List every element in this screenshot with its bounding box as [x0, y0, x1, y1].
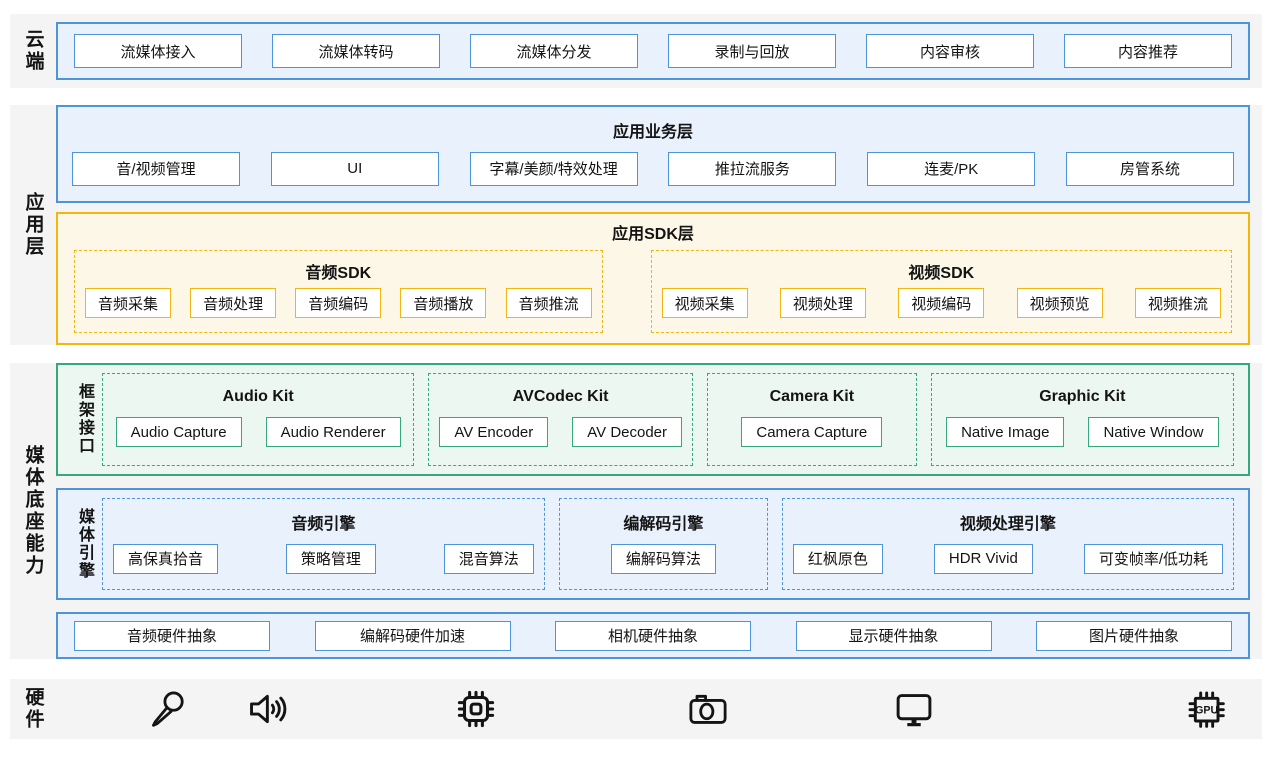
cloud-box: 流媒体接入 [74, 34, 242, 68]
hal-box: 显示硬件抽象 [795, 620, 992, 651]
soc-chip-icon [453, 686, 499, 732]
audio-sdk-box: 音频播放 [400, 288, 487, 319]
video-sdk-box: 视频采集 [661, 288, 748, 319]
cloud-box: 内容推荐 [1064, 34, 1232, 68]
business-box: 推拉流服务 [668, 151, 837, 186]
avcodec-kit-group: AVCodec Kit AV Encoder AV Decoder [428, 373, 694, 466]
camera-kit-group: Camera Kit Camera Capture [707, 373, 917, 466]
video-sdk-box: 视频编码 [898, 288, 985, 319]
kit-box: Camera Capture [741, 417, 883, 448]
hardware-abstraction-layer: 音频硬件抽象 编解码硬件加速 相机硬件抽象 显示硬件抽象 图片硬件抽象 [56, 612, 1250, 660]
business-box: 音/视频管理 [72, 151, 240, 186]
kit-box: AV Encoder [439, 417, 549, 448]
app-sdk-layer: 应用SDK层 音频SDK 音频采集 音频处理 音频编码 音频播放 音频推流 视频… [56, 211, 1250, 345]
media-engine-layer: 媒体引擎 音频引擎 高保真拾音 策略管理 混音算法 编解码引擎 编解码算法 [56, 487, 1250, 601]
codec-engine-group: 编解码引擎 编解码算法 [558, 497, 768, 591]
framework-interface-layer: 框架接口 Audio Kit Audio Capture Audio Rende… [56, 363, 1250, 476]
audio-sdk-group: 音频SDK 音频采集 音频处理 音频编码 音频播放 音频推流 [74, 249, 603, 333]
audio-sdk-box: 音频处理 [190, 288, 277, 319]
audio-sdk-box: 音频推流 [505, 288, 592, 319]
microphone-icon [147, 688, 189, 730]
audio-sdk-box: 音频编码 [295, 288, 382, 319]
video-sdk-title: 视频SDK [908, 264, 975, 282]
cloud-section: 云端 流媒体接入 流媒体转码 流媒体分发 录制与回放 内容审核 内容推荐 [10, 14, 1262, 88]
audio-engine-group: 音频引擎 高保真拾音 策略管理 混音算法 [102, 497, 545, 591]
business-box: 连麦/PK [867, 151, 1036, 186]
camera-icon [686, 690, 730, 728]
engine-box: 高保真拾音 [113, 543, 219, 574]
audio-engine-title: 音频引擎 [291, 516, 356, 534]
engine-box: HDR Vivid [933, 543, 1033, 574]
cloud-box: 内容审核 [866, 34, 1034, 68]
camera-kit-title: Camera Kit [769, 387, 855, 405]
display-icon [892, 689, 936, 729]
kit-box: Audio Renderer [265, 417, 401, 448]
app-business-layer: 应用业务层 音/视频管理 UI 字幕/美颜/特效处理 推拉流服务 连麦/PK 房… [56, 105, 1250, 203]
cloud-box: 流媒体转码 [272, 34, 440, 68]
engine-box: 编解码算法 [610, 543, 716, 574]
codec-engine-title: 编解码引擎 [623, 516, 704, 534]
hal-box: 图片硬件抽象 [1036, 620, 1232, 651]
hardware-section-label: 硬件 [22, 687, 44, 731]
video-sdk-group: 视频SDK 视频采集 视频处理 视频编码 视频预览 视频推流 [650, 249, 1232, 333]
kit-box: Audio Capture [115, 417, 242, 448]
kit-box: AV Decoder [572, 417, 683, 448]
media-base-section-label: 媒体底座能力 [22, 445, 44, 577]
business-box: UI [270, 151, 439, 186]
engine-box: 红枫原色 [792, 543, 883, 574]
application-section-label: 应用层 [22, 192, 44, 258]
engine-box: 可变帧率/低功耗 [1083, 543, 1223, 574]
cloud-section-label: 云端 [22, 29, 44, 73]
media-base-section: 媒体底座能力 框架接口 Audio Kit Audio Capture Audi… [10, 363, 1262, 660]
hal-box: 音频硬件抽象 [74, 620, 270, 651]
audio-kit-title: Audio Kit [222, 387, 294, 405]
cloud-container: 流媒体接入 流媒体转码 流媒体分发 录制与回放 内容审核 内容推荐 [56, 22, 1250, 80]
gpu-icon-label: GPU [1195, 705, 1218, 717]
kit-box: Native Window [1088, 417, 1219, 448]
graphic-kit-group: Graphic Kit Native Image Native Window [930, 373, 1234, 466]
audio-sdk-box: 音频采集 [85, 288, 172, 319]
framework-interface-label: 框架接口 [76, 383, 93, 456]
application-section: 应用层 应用业务层 音/视频管理 UI 字幕/美颜/特效处理 推拉流服务 连麦/… [10, 105, 1262, 345]
cloud-box: 流媒体分发 [470, 34, 638, 68]
video-sdk-box: 视频推流 [1134, 288, 1221, 319]
video-processing-engine-group: 视频处理引擎 红枫原色 HDR Vivid 可变帧率/低功耗 [781, 497, 1234, 591]
hal-box: 相机硬件抽象 [555, 620, 751, 651]
business-box: 房管系统 [1065, 151, 1234, 186]
kit-box: Native Image [946, 417, 1065, 448]
media-engine-label: 媒体引擎 [76, 508, 93, 581]
engine-box: 混音算法 [443, 543, 534, 574]
audio-sdk-title: 音频SDK [305, 264, 372, 282]
video-sdk-box: 视频处理 [779, 288, 866, 319]
avcodec-kit-title: AVCodec Kit [512, 387, 609, 405]
gpu-chip-icon: GPU [1182, 685, 1230, 733]
engine-box: 策略管理 [285, 543, 376, 574]
app-sdk-layer-title: 应用SDK层 [612, 225, 694, 243]
cloud-box: 录制与回放 [668, 34, 836, 68]
audio-kit-group: Audio Kit Audio Capture Audio Renderer [102, 373, 415, 466]
speaker-icon [245, 690, 291, 728]
hardware-section: 硬件 [10, 679, 1262, 739]
app-business-layer-title: 应用业务层 [612, 124, 693, 142]
graphic-kit-title: Graphic Kit [1039, 387, 1126, 405]
hal-box: 编解码硬件加速 [314, 620, 511, 651]
video-processing-engine-title: 视频处理引擎 [959, 516, 1056, 534]
business-box: 字幕/美颜/特效处理 [469, 151, 638, 186]
video-sdk-box: 视频预览 [1016, 288, 1103, 319]
